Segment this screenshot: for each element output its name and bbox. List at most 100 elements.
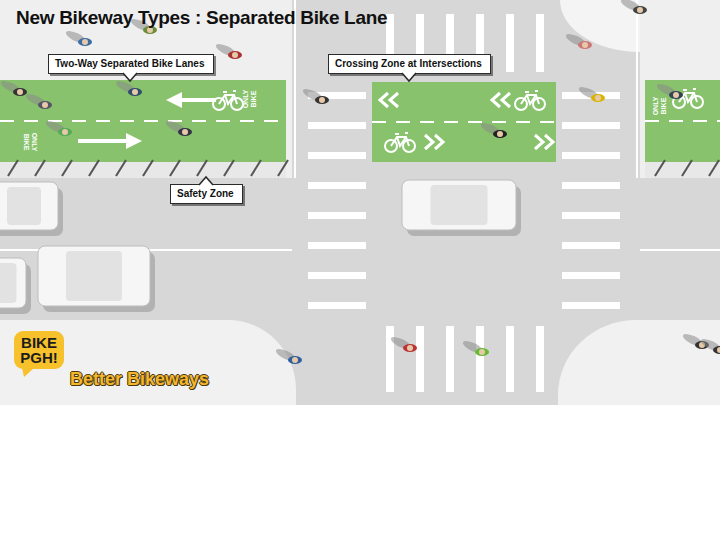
illustration-part	[389, 335, 412, 352]
crosswalk-bar	[562, 122, 620, 129]
bollard	[655, 160, 665, 176]
illustration-part	[681, 332, 704, 349]
chevron-marking	[535, 135, 553, 149]
bollard	[197, 160, 207, 176]
crossing-zone	[372, 82, 556, 162]
illustration-part	[655, 82, 678, 99]
diagram-title: New Bikeway Types : Separated Bike Lane	[16, 7, 387, 29]
illustration-part	[479, 349, 485, 355]
illustration-part	[669, 91, 683, 99]
illustration-part	[595, 95, 601, 101]
road-surface	[0, 0, 720, 405]
illustration-part	[0, 79, 23, 96]
lane-divider	[645, 120, 720, 122]
illustration-part	[58, 128, 72, 136]
illustration-part	[479, 121, 502, 138]
node-text: Two-Way Separated Bike Lanes	[55, 58, 207, 70]
lane-arrow	[166, 92, 216, 108]
car	[38, 246, 155, 312]
person	[699, 337, 720, 354]
person	[114, 79, 142, 96]
crosswalk-bar	[308, 152, 366, 159]
bollard	[143, 160, 153, 176]
crosswalk-bar	[562, 182, 620, 189]
illustration-part	[493, 130, 507, 138]
illustration-part	[274, 347, 297, 364]
illustration-part	[713, 346, 720, 354]
bollard	[170, 160, 180, 176]
bollard	[709, 160, 719, 176]
bollard	[89, 160, 99, 176]
illustration-part	[0, 182, 58, 230]
crosswalk-bar	[308, 302, 366, 309]
crosswalk-bar	[562, 272, 620, 279]
callout-box: Two-Way Separated Bike Lanes	[48, 54, 214, 74]
illustration-part	[591, 94, 605, 102]
person	[655, 82, 683, 99]
sidewalk	[640, 0, 720, 178]
person	[274, 347, 302, 364]
bike-symbol	[515, 91, 545, 110]
illustration-part	[132, 89, 138, 95]
illustration-part	[232, 52, 238, 58]
illustration-part	[182, 129, 188, 135]
crosswalk-bar	[386, 326, 394, 392]
crosswalk-bar	[308, 182, 366, 189]
crosswalk-bar	[416, 326, 424, 392]
illustration-part	[319, 97, 325, 103]
chevron-marking	[425, 135, 443, 149]
illustration-part	[461, 339, 484, 356]
crosswalk-bar	[562, 212, 620, 219]
illustration-part	[24, 92, 47, 109]
chevron-marking	[380, 93, 398, 107]
illustration-part	[128, 88, 142, 96]
bike-lane	[0, 80, 286, 162]
illustration-part	[582, 42, 588, 48]
brand-tagline: Better Bikeways	[70, 369, 209, 390]
illustration-part	[42, 102, 48, 108]
crosswalk-bar	[536, 326, 544, 392]
person	[24, 92, 52, 109]
node-text: Safety Zone	[177, 188, 236, 200]
illustration-part	[64, 29, 87, 46]
illustration-part	[62, 129, 68, 135]
illustration-part	[564, 32, 587, 49]
illustration-part	[66, 251, 122, 301]
lane-line	[640, 249, 720, 251]
bollard	[682, 160, 692, 176]
person	[44, 119, 72, 136]
illustration-part	[407, 345, 413, 351]
illustration-part	[717, 347, 720, 353]
crosswalk-bar	[308, 212, 366, 219]
callout-pointer	[199, 175, 215, 185]
bollard	[224, 160, 234, 176]
illustration-part	[288, 356, 302, 364]
callout-pointer	[22, 368, 38, 378]
person	[564, 32, 592, 49]
car	[402, 180, 521, 236]
pavement-marking: ONLY BIKE	[22, 133, 38, 152]
person	[214, 42, 242, 59]
illustration-part	[7, 187, 41, 225]
car	[0, 258, 31, 314]
illustration-part	[178, 128, 192, 136]
bollard	[62, 160, 72, 176]
stop-line	[636, 0, 638, 178]
node-text: Crossing Zone at Intersections	[335, 58, 484, 70]
illustration-part	[78, 139, 128, 143]
illustration-part	[44, 119, 67, 136]
illustration-part	[402, 180, 516, 230]
callout-box: Safety Zone	[170, 184, 243, 204]
illustration-part	[521, 91, 539, 104]
person	[64, 29, 92, 46]
crosswalk-bar	[476, 326, 484, 392]
illustration-part	[228, 51, 242, 59]
illustration-part	[475, 348, 489, 356]
callout-box: Crossing Zone at Intersections	[328, 54, 491, 74]
illustration-part	[126, 133, 142, 149]
illustration-part	[180, 98, 216, 102]
lane-divider	[0, 120, 286, 122]
bollard	[278, 160, 288, 176]
